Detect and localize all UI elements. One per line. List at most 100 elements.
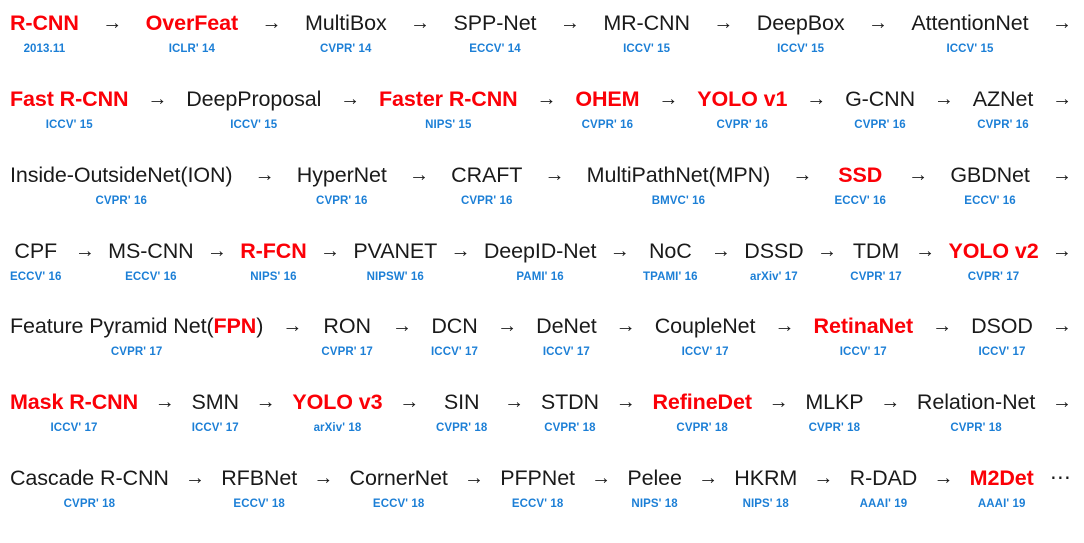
milestone-name: R-DAD <box>849 466 918 491</box>
flow-arrow-icon: → <box>497 315 518 338</box>
flow-arrow-icon: → <box>768 391 789 414</box>
milestone-venue: NIPS' 16 <box>250 270 297 283</box>
milestone-venue: ICCV' 17 <box>191 422 239 435</box>
milestone-node[interactable]: OHEM CVPR' 16 <box>575 84 639 133</box>
milestone-name: YOLO v1 <box>697 86 788 111</box>
milestone-node[interactable]: Inside-OutsideNet(ION)CVPR' 16 <box>10 160 233 209</box>
milestone-venue: CVPR' 16 <box>581 118 634 131</box>
milestone-venue: AAAI' 19 <box>977 498 1026 511</box>
flow-arrow-icon: → <box>254 163 275 186</box>
flow-arrow-icon: → <box>591 467 612 490</box>
flow-arrow-icon: → <box>713 12 734 34</box>
milestone-venue: CVPR' 16 <box>316 194 368 207</box>
flow-arrow-icon: → <box>932 315 953 338</box>
milestone-name: SPP-Net <box>453 11 537 35</box>
flow-arrow-icon: → <box>74 239 95 262</box>
milestone-node[interactable]: Feature Pyramid Net(FPN) CVPR' 17 <box>10 311 263 360</box>
milestone-node[interactable]: SMN ICCV' 17 <box>191 387 239 436</box>
flow-arrow-icon: → <box>450 239 471 262</box>
milestone-name: AttentionNet <box>911 11 1029 35</box>
flow-arrow-icon: → <box>615 315 636 338</box>
flow-arrow-icon: → <box>933 467 954 490</box>
milestone-venue: NIPS' 18 <box>631 498 678 511</box>
milestone-name: MR-CNN <box>603 11 690 35</box>
flow-arrow-icon: → <box>185 467 206 490</box>
milestone-name: PVANET <box>353 238 438 263</box>
milestone-node[interactable]: DSSD arXiv' 17 <box>744 236 803 285</box>
milestone-venue: ECCV' 18 <box>233 498 285 511</box>
milestone-venue: ICCV' 17 <box>681 346 729 359</box>
milestone-venue: ICCV' 15 <box>946 43 994 55</box>
milestone-name: DeepBox <box>756 11 845 35</box>
milestone-name: OHEM <box>575 86 640 111</box>
milestone-venue: ECCV' 16 <box>10 270 62 283</box>
flow-arrow-icon: → <box>609 239 630 262</box>
milestone-name: TDM <box>852 238 900 263</box>
flow-arrow-icon: → <box>792 163 813 186</box>
milestone-name: Feature Pyramid Net(FPN) <box>10 311 263 341</box>
milestone-venue: 2013.11 <box>23 43 66 55</box>
milestone-venue: ICCV' 17 <box>50 422 98 435</box>
milestone-name-abbrev: FPN <box>213 314 257 339</box>
milestone-venue: ICCV' 15 <box>777 43 825 55</box>
milestone-node[interactable]: MultiPathNet(MPN)BMVC' 16 <box>587 160 771 209</box>
milestone-venue: arXiv' 17 <box>750 270 798 283</box>
milestone-venue: CVPR' 18 <box>808 422 861 435</box>
milestone-name: SMN <box>191 390 239 415</box>
milestone-name: RefineDet <box>652 390 752 415</box>
milestone-name: DSSD <box>744 238 804 263</box>
milestone-venue: CVPR' 17 <box>110 346 163 359</box>
flow-arrow-icon: → <box>544 163 565 186</box>
flow-arrow-icon: → <box>313 467 334 490</box>
milestone-name: HyperNet <box>296 162 387 187</box>
milestone-name: YOLO v2 <box>948 238 1039 263</box>
